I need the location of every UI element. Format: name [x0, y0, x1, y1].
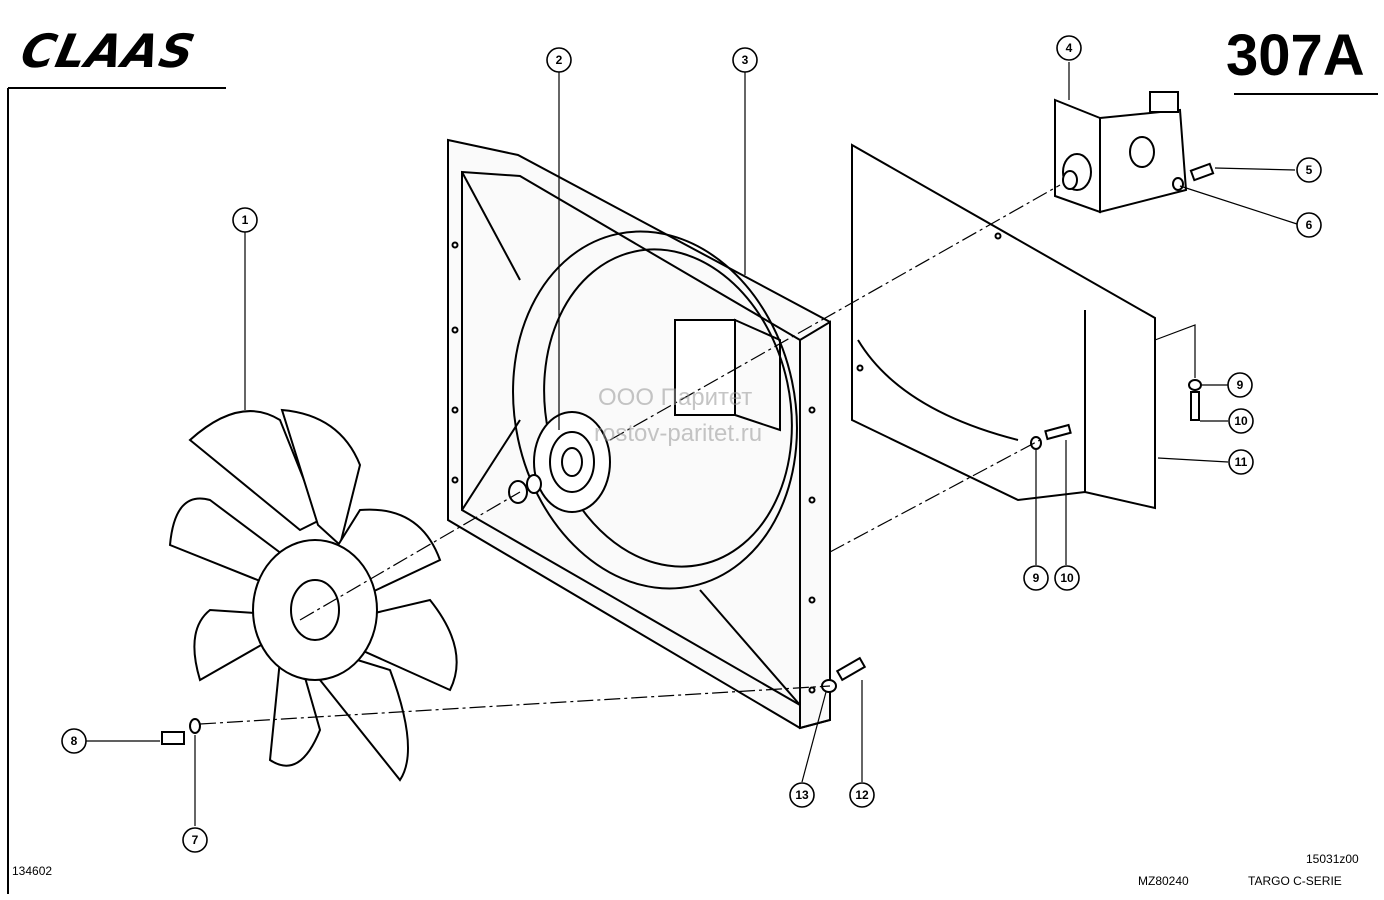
watermark-company: ООО Паритет	[598, 384, 753, 411]
svg-text:7: 7	[192, 833, 199, 847]
assembly-axes	[199, 184, 1061, 725]
washer-9-left	[1030, 436, 1042, 450]
svg-text:2: 2	[556, 53, 563, 67]
svg-text:8: 8	[71, 734, 78, 748]
bolt-10-right	[1190, 391, 1200, 421]
bolt-10-left	[1044, 423, 1072, 441]
svg-text:12: 12	[855, 788, 869, 802]
svg-text:9: 9	[1237, 378, 1244, 392]
watermark-url: rostov-paritet.ru	[594, 420, 763, 447]
svg-text:13: 13	[795, 788, 809, 802]
callout-8[interactable]: 8	[61, 728, 87, 754]
washer-9-right	[1188, 379, 1202, 391]
svg-text:3: 3	[742, 53, 749, 67]
callout-10-left[interactable]: 10	[1054, 565, 1080, 591]
svg-text:10: 10	[1234, 414, 1248, 428]
hub-flange	[508, 411, 611, 513]
callout-7[interactable]: 7	[182, 827, 208, 853]
callout-1[interactable]: 1	[232, 207, 258, 233]
callout-3[interactable]: 3	[732, 47, 758, 73]
air-deflector	[851, 143, 1156, 510]
washer-7	[189, 718, 201, 734]
callout-2[interactable]: 2	[546, 47, 572, 73]
callout-9-right[interactable]: 9	[1227, 372, 1253, 398]
cooling-fan-blades	[168, 408, 458, 782]
page-code: 307A	[1226, 23, 1365, 88]
footer-revision: 15031z00	[1306, 852, 1359, 866]
washer-6	[1172, 177, 1184, 191]
svg-text:11: 11	[1235, 455, 1248, 469]
footer-left-code: 134602	[12, 864, 53, 878]
fan-shroud	[447, 138, 831, 730]
svg-text:9: 9	[1033, 571, 1040, 585]
svg-text:5: 5	[1306, 163, 1313, 177]
callout-12[interactable]: 12	[849, 782, 875, 808]
footer-drawing-no: MZ80240	[1138, 874, 1189, 888]
svg-text:4: 4	[1066, 41, 1073, 55]
callout-5[interactable]: 5	[1296, 157, 1322, 183]
callout-6[interactable]: 6	[1296, 212, 1322, 238]
callout-13[interactable]: 13	[789, 782, 815, 808]
hydraulic-motor	[1054, 91, 1188, 214]
svg-text:10: 10	[1060, 571, 1074, 585]
bolt-12	[835, 656, 867, 682]
callout-11[interactable]: 11	[1228, 449, 1254, 475]
callout-4[interactable]: 4	[1056, 35, 1082, 61]
bolt-8	[161, 731, 185, 745]
callout-9-left[interactable]: 9	[1023, 565, 1049, 591]
fasteners	[161, 162, 1215, 745]
bolt-5	[1189, 162, 1215, 182]
leader-lines	[86, 62, 1298, 826]
callout-10-right[interactable]: 10	[1228, 408, 1254, 434]
footer-series: TARGO C-SERIE	[1248, 874, 1342, 888]
svg-text:6: 6	[1306, 218, 1313, 232]
svg-text:1: 1	[242, 213, 249, 227]
